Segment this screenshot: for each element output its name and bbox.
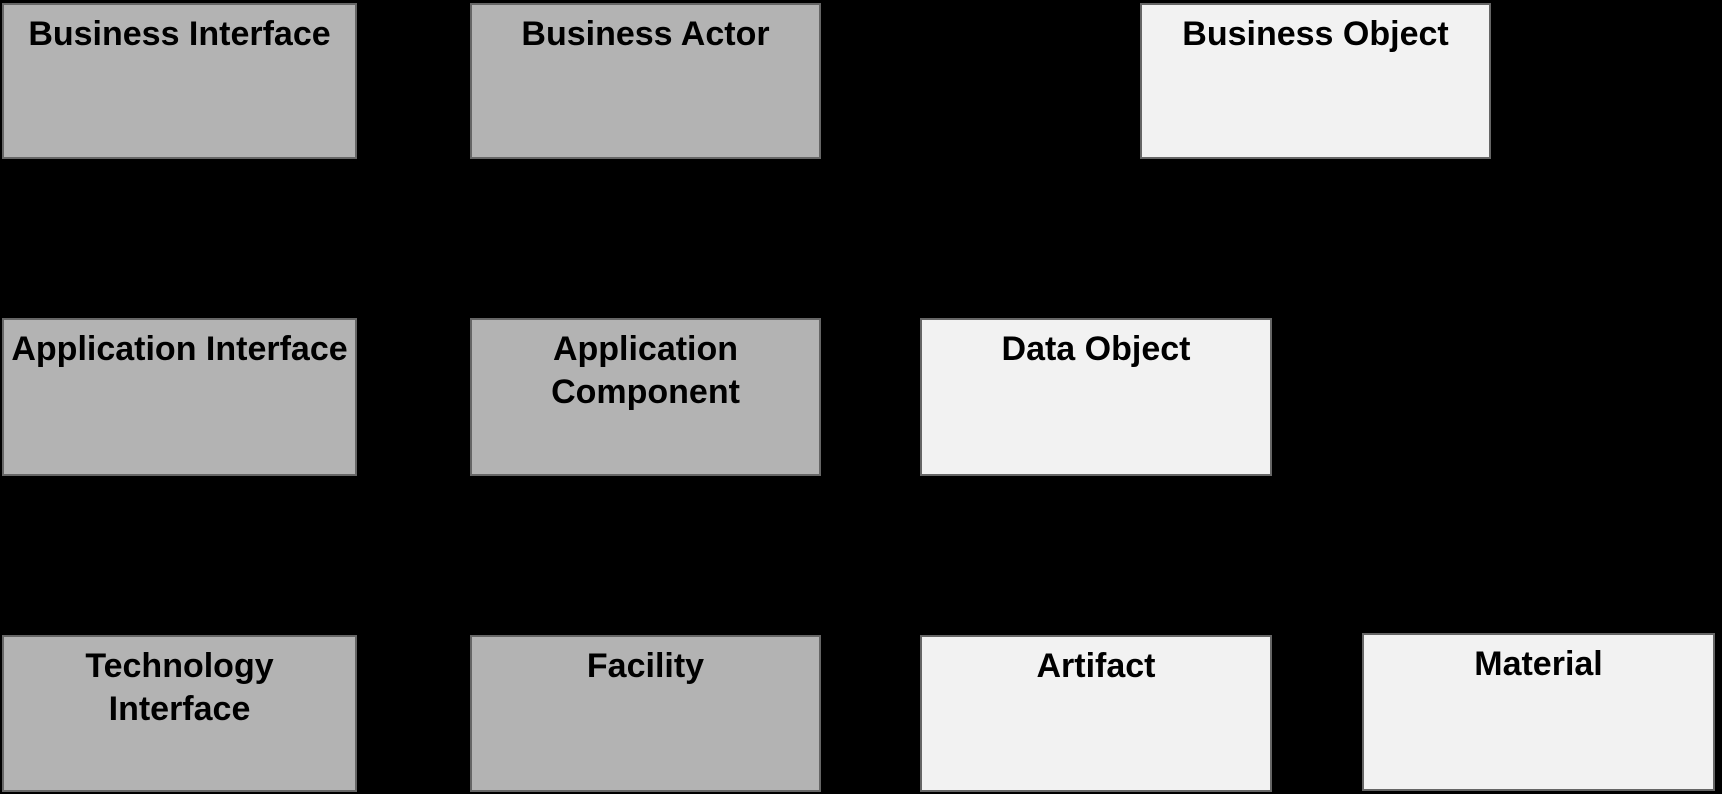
shape-label-facility: Facility — [472, 637, 819, 688]
shape-label-artifact: Artifact — [922, 637, 1270, 688]
shape-label-data-object: Data Object — [922, 320, 1270, 371]
shape-label-business-actor: Business Actor — [472, 5, 819, 56]
shape-artifact[interactable]: Artifact — [920, 635, 1272, 792]
shape-label-line: Application Interface — [11, 330, 348, 368]
shape-label-line: Facility — [586, 647, 705, 685]
shape-label-business-object: Business Object — [1142, 5, 1489, 56]
shape-label-line: Business Interface — [28, 15, 331, 53]
shape-application-interface[interactable]: Application Interface — [2, 318, 357, 476]
shape-business-actor[interactable]: Business Actor — [470, 3, 821, 159]
shape-label-line: Technology — [85, 647, 274, 685]
shape-label-material: Material — [1364, 635, 1713, 686]
shape-label-application-interface: Application Interface — [4, 320, 355, 371]
shape-facility[interactable]: Facility — [470, 635, 821, 792]
shape-business-object[interactable]: Business Object — [1140, 3, 1491, 159]
shape-data-object[interactable]: Data Object — [920, 318, 1272, 476]
shape-label-line: Material — [1474, 645, 1603, 683]
shape-label-line: Component — [551, 372, 740, 411]
shape-material[interactable]: Material — [1362, 633, 1715, 791]
shape-label-line: Application — [552, 330, 739, 368]
shape-business-interface[interactable]: Business Interface — [2, 3, 357, 159]
shape-label-line: Data Object — [1001, 330, 1191, 368]
shape-label-line: Artifact — [1036, 647, 1156, 685]
shape-label-line: Interface — [108, 689, 251, 728]
shape-label-line: Business Actor — [521, 15, 770, 53]
shape-label-line: Business Object — [1182, 15, 1449, 53]
shape-label-business-interface: Business Interface — [4, 5, 355, 56]
